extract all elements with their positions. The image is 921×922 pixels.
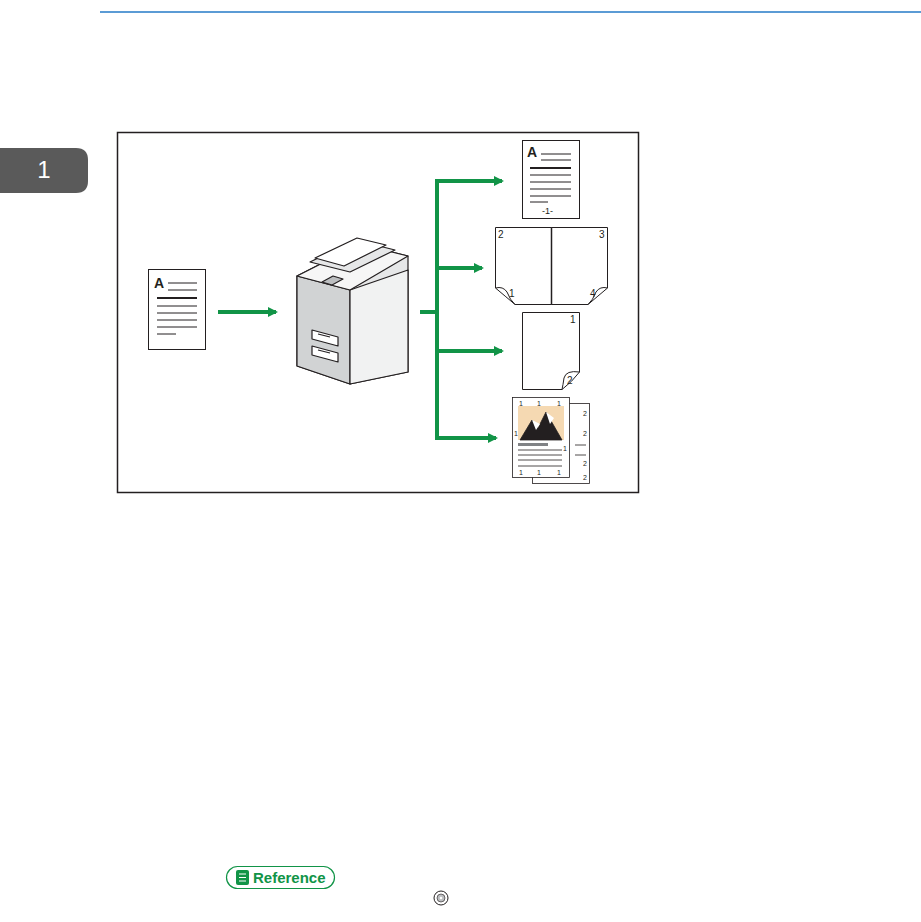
duplex-sheet: 12 (522, 312, 580, 390)
page-number: 3 (599, 230, 605, 240)
numbered-document (523, 141, 580, 219)
page-number: -1- (542, 207, 553, 216)
page-number: 4 (590, 289, 596, 299)
input-document (149, 270, 206, 350)
poster-number: 1 (563, 445, 567, 452)
chapter-number: 1 (37, 158, 50, 182)
duplex-sheet (523, 313, 580, 390)
reference-heading: Reference (253, 870, 326, 885)
diagram-frame (118, 133, 639, 493)
poster-number: 2 (583, 474, 587, 481)
cd-icon (434, 891, 448, 905)
booklet: 2 3 1 4 (495, 227, 608, 305)
page-number: 2 (567, 376, 573, 386)
poster-number: 1 (514, 430, 518, 437)
poster-number: 1 (519, 469, 523, 476)
chapter-tab (0, 148, 88, 193)
booklet (496, 228, 608, 305)
poster-sheets (513, 398, 590, 484)
numbered-document: A -1- (522, 140, 580, 219)
page-number: 1 (509, 289, 515, 299)
page-number: A (527, 145, 537, 159)
poster-number: 1 (537, 469, 541, 476)
source-document: A (148, 269, 206, 350)
reference-badge (227, 867, 335, 889)
page-number: A (154, 276, 164, 290)
poster-number: 2 (583, 460, 587, 467)
flow-arrows (218, 181, 502, 438)
poster-number: 1 (557, 469, 561, 476)
poster-number: 2 (583, 410, 587, 417)
poster-number: 2 (583, 430, 587, 437)
poster-number: 1 (537, 400, 541, 407)
copier (297, 238, 408, 384)
poster-number: 1 (519, 400, 523, 407)
page-number: 2 (498, 230, 504, 240)
page-number: 1 (570, 315, 576, 325)
header-rule (100, 11, 921, 13)
poster-number: 1 (557, 400, 561, 407)
